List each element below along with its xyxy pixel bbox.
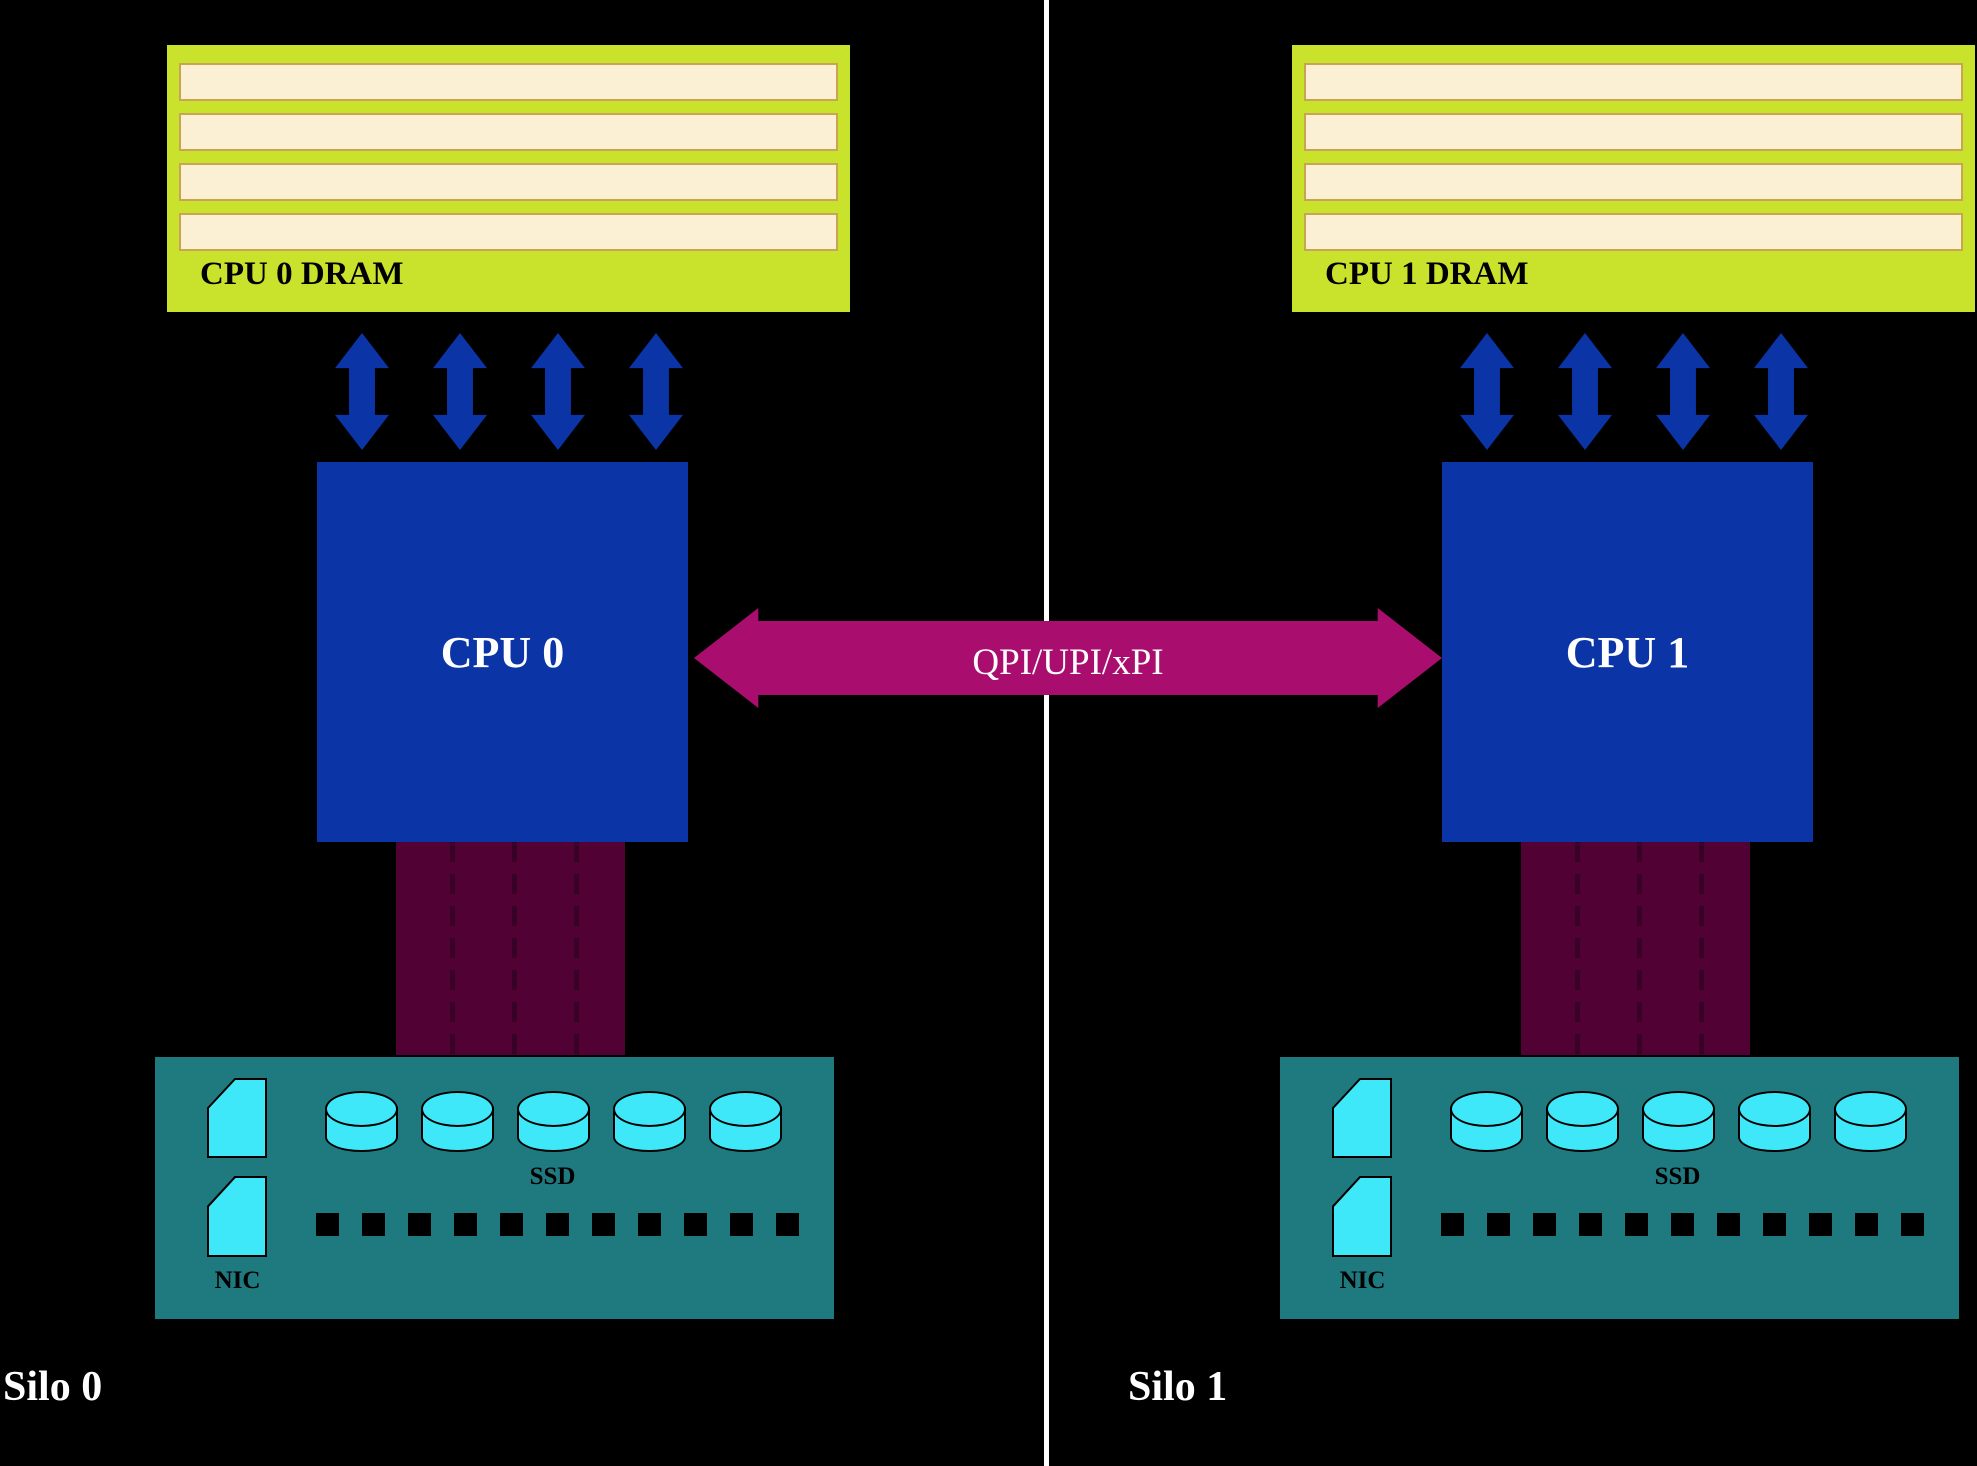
ssd-drive-icon: [613, 1091, 686, 1152]
pcie-lane-divider-dash: [450, 842, 455, 1055]
storage-chassis: NIC SSD: [1278, 1055, 1961, 1321]
nic-card-icon: [1332, 1176, 1392, 1257]
memory-channel-arrow-icon: [1558, 333, 1612, 450]
backplane-port-row: [1441, 1213, 1924, 1236]
backplane-port-icon: [500, 1213, 523, 1236]
dimm-slot-icon: [179, 113, 838, 151]
ssd-label: SSD: [1654, 1163, 1701, 1190]
backplane-port-icon: [454, 1213, 477, 1236]
backplane-port-icon: [1671, 1213, 1694, 1236]
dimm-slot-icon: [179, 163, 838, 201]
memory-channel-arrow-icon: [531, 333, 585, 450]
nic-card-icon: [207, 1176, 267, 1257]
dimm-rack: [179, 63, 838, 263]
ssd-drive-icon: [1546, 1091, 1619, 1152]
nic-card-icon: [207, 1078, 267, 1158]
ssd-drive-icon: [1834, 1091, 1907, 1152]
ssd-drive-icon: [421, 1091, 494, 1152]
cpu-interconnect-arrow-icon: QPI/UPI/xPI: [694, 608, 1442, 708]
pcie-trunk: [1521, 842, 1750, 1055]
backplane-port-icon: [1855, 1213, 1878, 1236]
backplane-port-icon: [1579, 1213, 1602, 1236]
ssd-drive-icon: [709, 1091, 782, 1152]
backplane-port-icon: [316, 1213, 339, 1236]
interconnect-label: QPI/UPI/xPI: [972, 641, 1164, 683]
dimm-slot-icon: [179, 213, 838, 251]
silo-0: CPU 0 DRAM CPU 0 NIC SSD Silo 0: [0, 0, 852, 1466]
backplane-port-icon: [1809, 1213, 1832, 1236]
pcie-lane-divider-dash: [512, 842, 517, 1055]
memory-channel-arrows: [1460, 333, 1808, 450]
silo-divider-line: [1044, 0, 1049, 1466]
ssd-label: SSD: [529, 1163, 576, 1190]
backplane-port-icon: [776, 1213, 799, 1236]
nic-card-icon: [1332, 1078, 1392, 1158]
nic-label: NIC: [214, 1267, 261, 1294]
memory-channel-arrow-icon: [1656, 333, 1710, 450]
dram-label: CPU 0 DRAM: [200, 256, 404, 292]
memory-channel-arrow-icon: [433, 333, 487, 450]
backplane-port-icon: [408, 1213, 431, 1236]
memory-channel-arrow-icon: [1460, 333, 1514, 450]
memory-channel-arrow-icon: [1754, 333, 1808, 450]
pcie-lane-divider-dash: [1699, 842, 1704, 1055]
pcie-lane-dividers: [1575, 842, 1704, 1055]
backplane-port-icon: [730, 1213, 753, 1236]
memory-channel-arrows: [335, 333, 683, 450]
backplane-port-row: [316, 1213, 799, 1236]
pcie-lane-dividers: [450, 842, 579, 1055]
dimm-slot-icon: [179, 63, 838, 101]
backplane-port-icon: [1487, 1213, 1510, 1236]
cpu-label: CPU 1: [1565, 627, 1690, 677]
backplane-port-icon: [638, 1213, 661, 1236]
memory-channel-arrow-icon: [629, 333, 683, 450]
backplane-port-icon: [362, 1213, 385, 1236]
backplane-port-icon: [1533, 1213, 1556, 1236]
pcie-lane-divider-dash: [1637, 842, 1642, 1055]
dram-box: CPU 1 DRAM: [1292, 45, 1975, 312]
cpu-box: CPU 1: [1442, 462, 1813, 842]
ssd-drive-icon: [517, 1091, 590, 1152]
backplane-port-icon: [1717, 1213, 1740, 1236]
memory-channel-arrow-icon: [335, 333, 389, 450]
ssd-row: [325, 1091, 782, 1152]
dimm-slot-icon: [1304, 213, 1963, 251]
backplane-port-icon: [546, 1213, 569, 1236]
ssd-drive-icon: [325, 1091, 398, 1152]
pcie-trunk: [396, 842, 625, 1055]
dimm-slot-icon: [1304, 163, 1963, 201]
ssd-row: [1450, 1091, 1907, 1152]
pcie-lane-divider-dash: [574, 842, 579, 1055]
cpu-label: CPU 0: [440, 627, 565, 677]
dimm-rack: [1304, 63, 1963, 263]
backplane-port-icon: [592, 1213, 615, 1236]
storage-chassis: NIC SSD: [153, 1055, 836, 1321]
backplane-port-icon: [1441, 1213, 1464, 1236]
ssd-drive-icon: [1642, 1091, 1715, 1152]
silo-title: Silo 1: [1128, 1364, 1228, 1410]
ssd-drive-icon: [1450, 1091, 1523, 1152]
ssd-drive-icon: [1738, 1091, 1811, 1152]
dram-label: CPU 1 DRAM: [1325, 256, 1529, 292]
pcie-lane-divider-dash: [1575, 842, 1580, 1055]
dimm-slot-icon: [1304, 63, 1963, 101]
dram-box: CPU 0 DRAM: [167, 45, 850, 312]
backplane-port-icon: [1625, 1213, 1648, 1236]
backplane-port-icon: [1763, 1213, 1786, 1236]
silo-title: Silo 0: [3, 1364, 103, 1410]
backplane-port-icon: [1901, 1213, 1924, 1236]
dimm-slot-icon: [1304, 113, 1963, 151]
cpu-box: CPU 0: [317, 462, 688, 842]
silo-1: CPU 1 DRAM CPU 1 NIC SSD Silo 1: [1125, 0, 1977, 1466]
nic-label: NIC: [1339, 1267, 1386, 1294]
backplane-port-icon: [684, 1213, 707, 1236]
